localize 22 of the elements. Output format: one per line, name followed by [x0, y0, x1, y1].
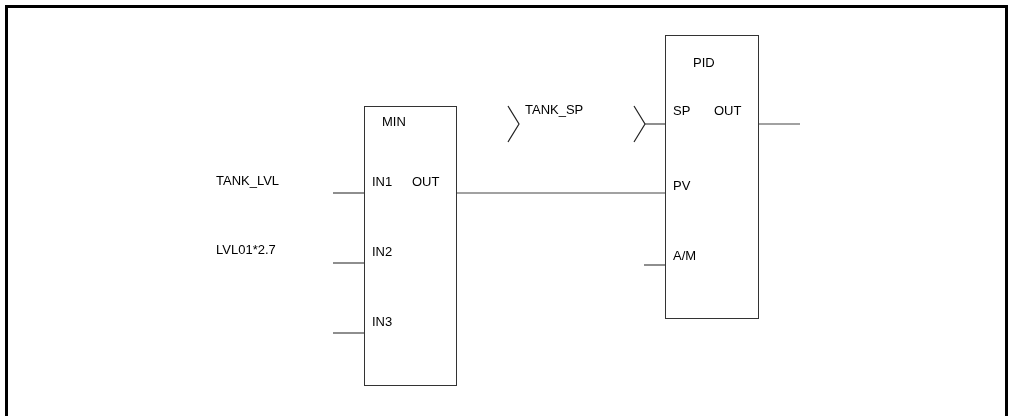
block-title: PID [693, 56, 715, 69]
pin-label: IN3 [372, 315, 393, 328]
pin-label: SP [673, 104, 691, 117]
signal-line [758, 123, 801, 125]
pin-label: PV [673, 179, 691, 192]
pin-label: A/M [673, 249, 697, 262]
function-block [665, 35, 759, 319]
signal-line [643, 264, 666, 266]
signal-name: TANK_SP [525, 103, 584, 116]
pin-label: IN1 [372, 175, 393, 188]
signal-line [332, 192, 365, 194]
signal-line [332, 332, 365, 334]
signal-line [456, 192, 666, 194]
signal-name: LVL01*2.7 [216, 243, 276, 256]
function-block [364, 106, 457, 386]
signal-name: TANK_LVL [216, 174, 280, 187]
pin-label: IN2 [372, 245, 393, 258]
block-title: MIN [382, 115, 406, 128]
signal-line [644, 123, 666, 125]
pin-label: OUT [714, 104, 742, 117]
pin-label: OUT [412, 175, 440, 188]
signal-line [332, 262, 365, 264]
